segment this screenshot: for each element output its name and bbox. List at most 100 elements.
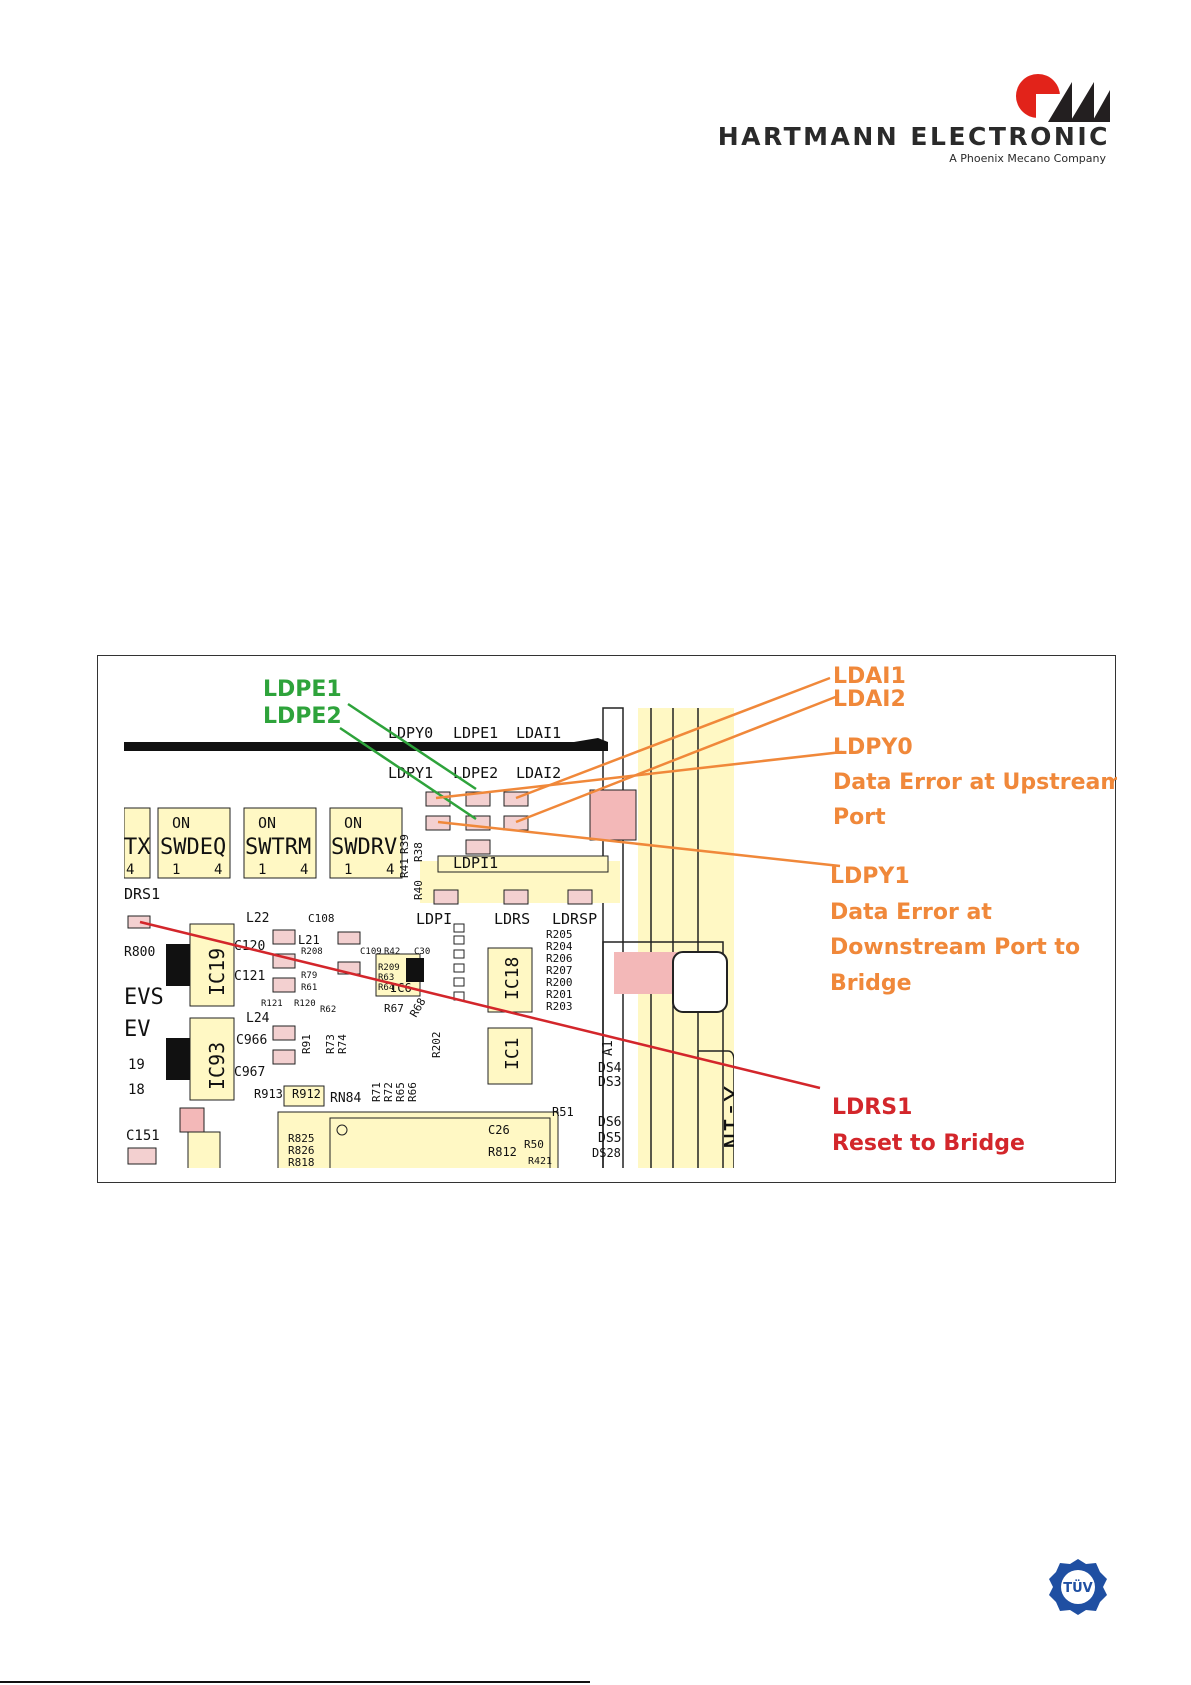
callout-lines: [139, 676, 843, 1090]
pcb-led-figure: LDPY0 LDPE1 LDAI1 LDPY1 LDPE2 LDAI2 LDPI…: [97, 655, 1117, 1183]
board-label: R73: [324, 1034, 337, 1054]
board-label: R62: [320, 1005, 336, 1015]
board-label: R800: [124, 945, 155, 960]
board-label: LDPY0: [388, 724, 433, 742]
callout-ldpy0: LDPY0: [833, 735, 913, 760]
board-label: C109: [360, 947, 382, 957]
board-label: R202: [430, 1032, 443, 1059]
board-label: 1: [344, 862, 352, 878]
board-label: SWDRV: [331, 835, 397, 860]
company-logo: HARTMANN ELECTRONIC A Phoenix Mecano Com…: [690, 66, 1110, 166]
board-label: R812: [488, 1145, 517, 1159]
board-label: R74: [336, 1034, 349, 1054]
board-label: R200: [546, 976, 573, 989]
board-label: C30: [414, 947, 430, 957]
pcb-diagram: LDPY0 LDPE1 LDAI1 LDPY1 LDPE2 LDAI2 LDPI…: [124, 664, 1117, 1169]
callout-ldrs1-desc: Reset to Bridge: [832, 1131, 1025, 1156]
board-label: R207: [546, 964, 573, 977]
board-label: R38: [412, 842, 425, 862]
board-label: C151: [126, 1128, 160, 1144]
board-label: R825: [288, 1132, 315, 1145]
board-label: R50: [524, 1138, 544, 1151]
footer-divider: [0, 1681, 590, 1683]
board-label: DS5: [598, 1131, 621, 1146]
board-label: R201: [546, 988, 573, 1001]
board-label: 4: [386, 862, 394, 878]
board-label: R818: [288, 1156, 315, 1169]
board-label: R204: [546, 940, 573, 953]
board-label: R71: [370, 1082, 383, 1102]
board-label: 18: [128, 1082, 145, 1098]
board-label: X-IN: [717, 1086, 747, 1149]
tuv-certification-icon: TÜV: [1049, 1559, 1107, 1615]
tuv-label: TÜV: [1063, 1580, 1093, 1596]
callout-ldpy1-desc: Data Error at: [830, 900, 992, 925]
board-label: R64: [378, 983, 394, 993]
dip-switches: TX SWDEQ SWTRM SWDRV ON ON ON 1 4 1 4 1 …: [124, 807, 403, 879]
board-label: L24: [246, 1011, 270, 1026]
callout-ldpy1: LDPY1: [830, 864, 910, 889]
board-label: C108: [308, 912, 335, 925]
board-label: L22: [246, 911, 269, 926]
integrated-circuits: [166, 923, 559, 1168]
board-label: R120: [294, 999, 316, 1009]
board-label: LDPI1: [453, 854, 498, 872]
connector-pin-field: [329, 1117, 551, 1168]
callout-ldpy0-desc: Data Error at Upstream: [833, 770, 1117, 795]
board-label: R68: [407, 996, 428, 1020]
board-label: LDPI: [416, 910, 452, 928]
board-label: R51: [552, 1105, 574, 1119]
board-label: R206: [546, 952, 573, 965]
board-label: R39: [398, 834, 411, 854]
callout-ldai1: LDAI1: [833, 664, 906, 689]
board-label: R67: [384, 1002, 404, 1015]
board-label: R61: [301, 983, 317, 993]
board-label: R208: [301, 947, 323, 957]
board-label: C967: [234, 1065, 265, 1080]
board-label: 1: [172, 862, 180, 878]
board-label: LDAI2: [516, 764, 561, 782]
board-label: LDRSP: [552, 910, 597, 928]
board-label: 4: [126, 862, 134, 878]
board-label: R63: [378, 973, 394, 983]
company-tagline: A Phoenix Mecano Company: [949, 152, 1106, 165]
board-label: R209: [378, 963, 400, 973]
board-label: R40: [412, 880, 425, 900]
board-label: ON: [172, 814, 190, 832]
board-label: DRS1: [124, 885, 160, 903]
board-label: LDRS: [494, 910, 530, 928]
board-label: LDPY1: [388, 764, 433, 782]
board-label: ON: [258, 814, 276, 832]
callout-ldpe2: LDPE2: [263, 704, 342, 729]
board-label: DS6: [598, 1115, 621, 1130]
board-label: R121: [261, 999, 283, 1009]
board-label: SWTRM: [245, 835, 311, 860]
board-label: R79: [301, 971, 317, 981]
board-label: R912: [292, 1087, 321, 1101]
board-label: IC1: [502, 1037, 523, 1070]
board-label: R41: [398, 858, 411, 878]
board-label: C966: [236, 1033, 267, 1048]
board-label: RN84: [330, 1091, 361, 1106]
board-label: DS4: [598, 1061, 622, 1076]
board-label: 1: [258, 862, 266, 878]
board-label: TX: [124, 835, 151, 860]
board-label: R66: [406, 1082, 419, 1102]
board-label: R421: [528, 1156, 552, 1167]
board-label: EVS: [124, 985, 164, 1010]
board-label: R65: [394, 1082, 407, 1102]
board-label: LDAI1: [516, 724, 561, 742]
board-label: SWDEQ: [160, 835, 226, 860]
board-label: LDPE2: [453, 764, 498, 782]
board-label: R826: [288, 1144, 315, 1157]
board-label: R42: [384, 947, 400, 957]
board-label: DS3: [598, 1075, 621, 1090]
board-label: 4: [214, 862, 222, 878]
board-label: R91: [300, 1034, 313, 1054]
callout-ldpy1-desc: Bridge: [830, 971, 912, 996]
board-label: L21: [298, 933, 320, 947]
company-name: HARTMANN ELECTRONIC: [717, 122, 1110, 151]
board-label: IC18: [502, 957, 523, 1000]
board-label: R203: [546, 1000, 573, 1013]
board-label: R72: [382, 1082, 395, 1102]
